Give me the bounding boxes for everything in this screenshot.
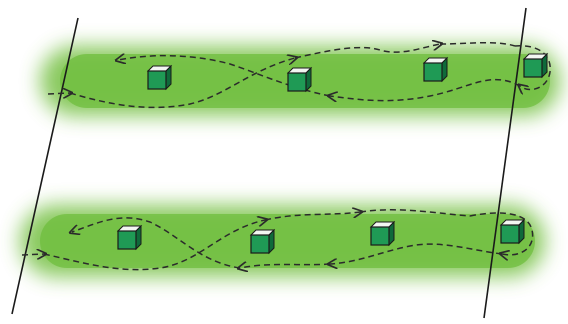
- cube-front-face: [423, 62, 443, 82]
- upper-row-cube-3: [422, 56, 449, 83]
- cube-front-face: [287, 72, 307, 92]
- lower-path-segment-2: [264, 212, 360, 221]
- lower-entry-arrow: [21, 254, 44, 255]
- lower-path-segment-3: [359, 209, 471, 217]
- lower-row-path: [21, 209, 534, 270]
- left-boundary-line: [11, 17, 79, 315]
- upper-row-cube-2: [286, 66, 313, 93]
- upper-path-segment-4: [330, 78, 521, 101]
- cube-front-face: [250, 234, 270, 254]
- cube-front-face: [117, 230, 137, 250]
- cube-front-face: [523, 58, 543, 78]
- lower-end-loop: [469, 212, 534, 255]
- lower-row-cube-3: [369, 220, 396, 247]
- cube-front-face: [147, 70, 167, 90]
- lower-row-cube-4: [499, 218, 526, 245]
- upper-path-segment-1: [69, 58, 295, 109]
- lower-path-segment-6: [72, 217, 241, 269]
- lower-row-cube-2: [249, 228, 276, 255]
- cube-front-face: [370, 226, 390, 246]
- upper-end-loop: [514, 45, 551, 90]
- upper-entry-arrow: [47, 93, 70, 94]
- lower-path-segment-5: [240, 264, 331, 268]
- band-lower: [20, 205, 545, 277]
- upper-row-cube-4: [522, 52, 549, 79]
- cube-front-face: [500, 224, 520, 244]
- lower-path-segment-4: [330, 243, 503, 264]
- cubes-layer: [116, 52, 549, 255]
- upper-row-cube-1: [146, 64, 173, 91]
- lower-row-cube-1: [116, 224, 143, 251]
- upper-path-segment-3: [439, 41, 516, 47]
- right-boundary-line: [483, 7, 527, 319]
